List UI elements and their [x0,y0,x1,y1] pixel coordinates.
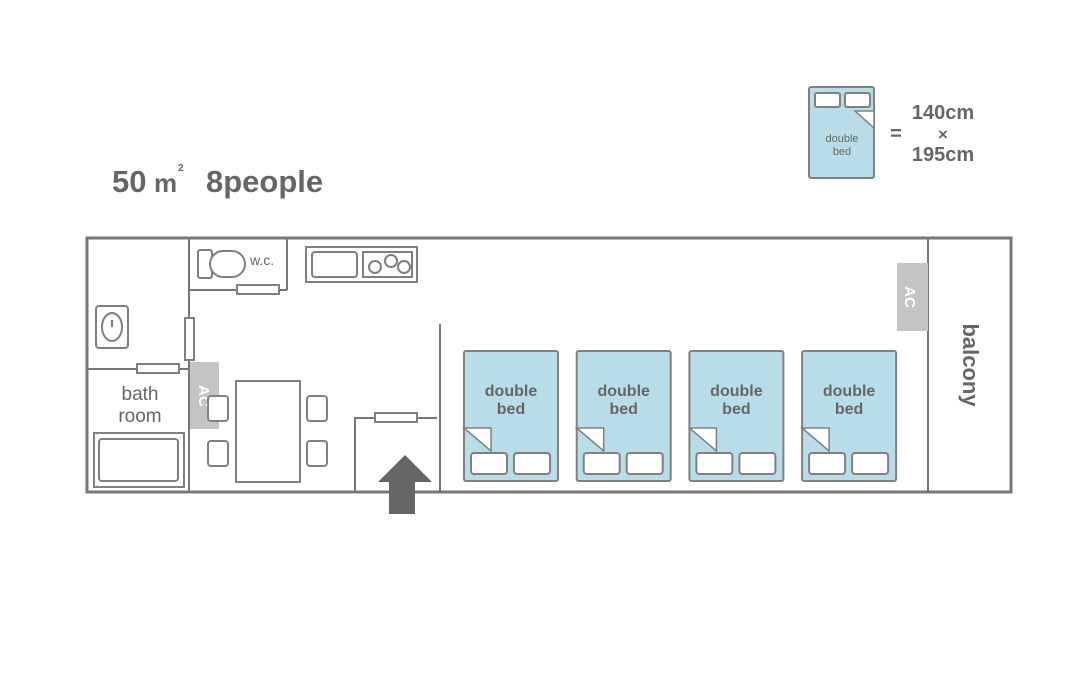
svg-text:AC: AC [901,286,918,308]
kitchen-counter [305,246,418,283]
toilet-icon [197,249,246,279]
bed-label-line2: bed [835,401,863,418]
capacity-label: 8people [206,164,323,199]
bed-label-line1: double [823,383,876,400]
entrance-door [374,412,418,423]
legend-equals: = [890,123,902,145]
legend-bed-icon: double bed [808,86,875,179]
washbasin-icon [95,305,129,349]
bed-label-line2: bed [497,401,525,418]
plan-header: 50 m 2 8people [112,163,323,199]
legend-bed-label-line1: double [825,133,858,145]
entrance [354,412,437,514]
bed-label-line1: double [597,383,650,400]
bed-label-line1: double [710,383,763,400]
chair-icon [306,395,328,422]
legend-bed-label-line2: bed [833,146,851,158]
legend-times: × [938,125,948,144]
sink-icon [311,251,358,278]
bathtub-icon [93,432,185,488]
bed-label-line1: double [485,383,538,400]
area-number: 50 [112,164,146,199]
balcony-label: balcony [958,323,983,407]
ac-unit-right: AC [897,263,928,331]
area-unit-sup: 2 [178,163,184,174]
bathroom-label-line2: room [118,406,161,427]
table-icon [235,380,301,483]
outer-wall [85,236,1013,494]
chair-icon [207,440,229,467]
bed-label-line2: bed [609,401,637,418]
bed-label-line2: bed [722,401,750,418]
chair-icon [306,440,328,467]
bed-size-legend: double bed = 140cm × 195cm [808,86,974,179]
entrance-arrow-icon [378,455,432,514]
legend-length: 195cm [912,144,974,166]
area-unit: m [154,168,177,198]
legend-width: 140cm [912,102,974,124]
chair-icon [207,395,229,422]
washroom-door [184,317,195,361]
wc-door [236,284,280,295]
wc-label: w.c. [249,252,274,268]
bathroom-door [136,363,180,374]
bathroom-label-line1: bath [122,384,159,405]
